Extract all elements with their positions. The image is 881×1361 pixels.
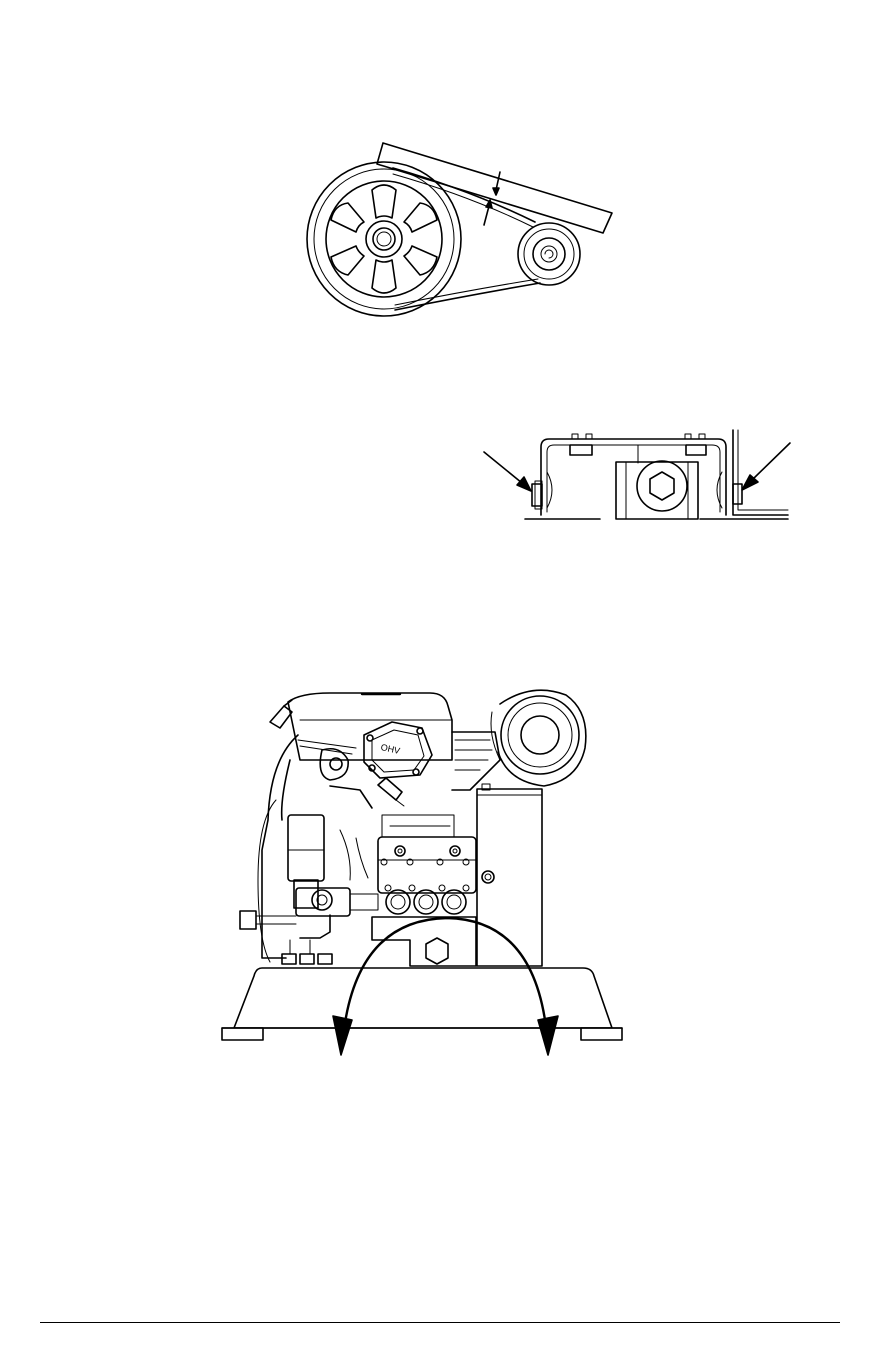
engine-body <box>258 693 500 962</box>
belt-guard-box <box>477 784 542 966</box>
engine-drive-pulley <box>491 690 586 786</box>
footer-rule <box>40 1322 840 1323</box>
pressure-pump <box>240 815 476 966</box>
base-platform <box>222 968 622 1040</box>
engine-badge: OHV <box>380 742 401 756</box>
